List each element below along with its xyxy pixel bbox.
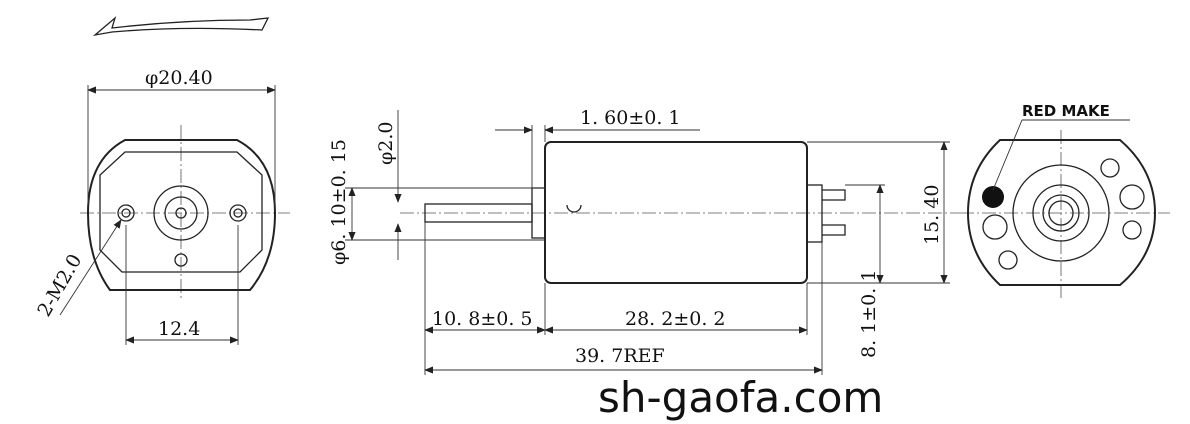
dim-boss-length: 1. 60±0. 1 (580, 107, 681, 129)
front-view: φ20.40 12.4 2-M2.0 (33, 67, 290, 345)
rear-view: RED MAKE (960, 102, 1170, 300)
watermark: sh-gaofa.com (598, 373, 883, 422)
red-mark-dot (982, 186, 1004, 208)
dim-terminal: 8. 1±0. 1 (858, 270, 880, 358)
dim-shaft-length: 10. 8±0. 5 (432, 308, 533, 330)
dim-boss-diameter: φ6. 10±0. 15 (328, 139, 350, 265)
dim-body-diameter: φ20.40 (145, 67, 213, 89)
dim-body-length: 28. 2±0. 2 (625, 308, 726, 330)
side-view: 1. 60±0. 1 φ6. 10±0. 15 φ2.0 10. 8±0. 5 … (328, 107, 960, 375)
dim-body-height: 15. 40 (921, 185, 943, 245)
red-mark-label: RED MAKE (1022, 102, 1110, 120)
dim-total-length: 39. 7REF (575, 345, 665, 367)
dim-shaft-diameter: φ2.0 (375, 121, 397, 165)
dim-hole-spacing: 12.4 (158, 318, 200, 340)
rotation-arrow-icon (92, 16, 270, 37)
